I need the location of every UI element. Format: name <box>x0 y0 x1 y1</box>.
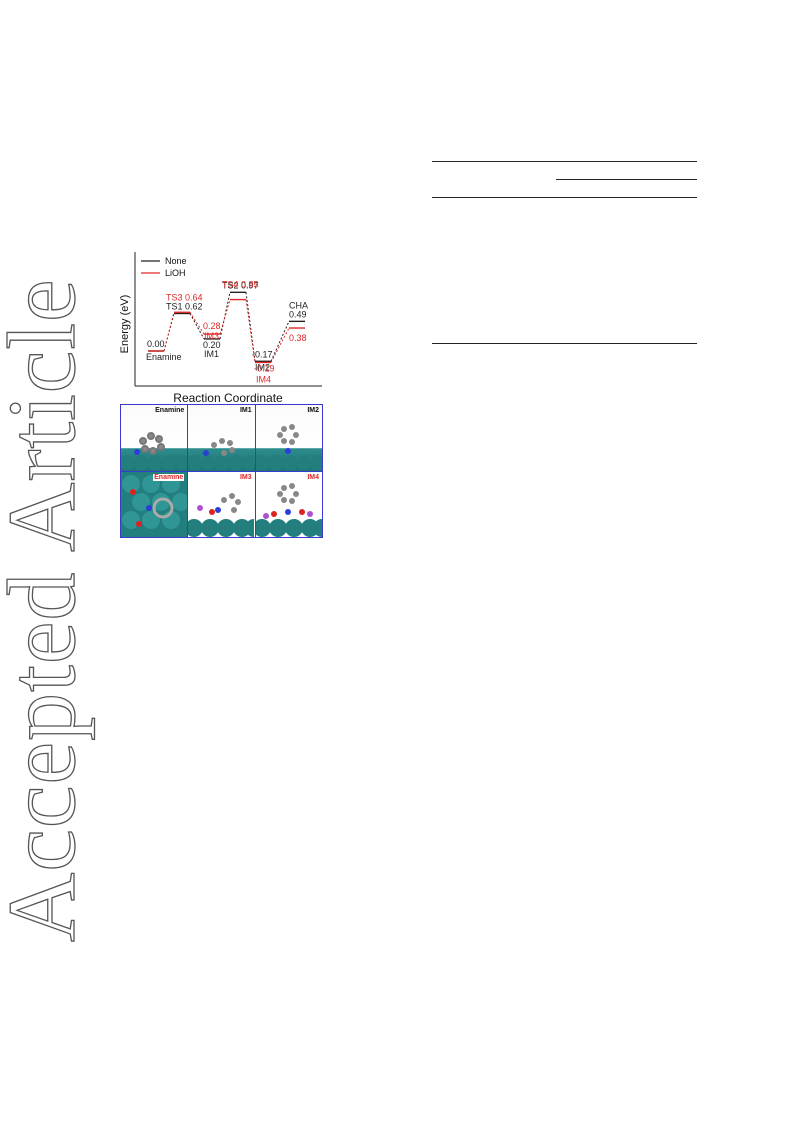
y-axis-label: Energy (eV) <box>119 295 131 354</box>
accepted-article-watermark: Accepted Article <box>0 278 96 943</box>
none-connector <box>189 313 205 340</box>
panel-im1: IM1 <box>188 405 255 471</box>
none-value-label: 0.00 <box>147 339 165 349</box>
panel-im4: IM4 <box>255 471 322 537</box>
lioh-connector <box>270 327 290 363</box>
enamine-lioh-structure-image <box>121 471 187 537</box>
energy-profile-chart: Energy (eV) Reaction Coordinate NoneLiOH… <box>119 252 322 404</box>
none-connector <box>219 292 231 340</box>
none-value-label: TS1 0.62 <box>166 301 203 311</box>
none-connector <box>270 321 290 362</box>
none-value-label: 0.20 <box>203 340 221 350</box>
panel-label: IM1 <box>239 407 252 414</box>
structure-panels: Enamine IM1 IM2 <box>120 404 323 538</box>
panel-label: IM2 <box>307 407 319 414</box>
none-value-label: TS2 0.97 <box>222 280 259 290</box>
lioh-value-label: TS3 0.64 <box>166 292 203 302</box>
enamine-structure-image <box>121 432 187 470</box>
none-state-name: CHA <box>289 300 308 310</box>
panel-enamine-lioh: Enamine <box>121 471 188 537</box>
lioh-connector <box>189 312 205 335</box>
panel-label: Enamine <box>155 407 185 414</box>
none-value-label: -0.17 <box>252 349 273 359</box>
panel-im3: IM3 <box>188 471 255 537</box>
panel-label: IM3 <box>239 473 252 481</box>
lioh-value-label: 0.38 <box>289 333 307 343</box>
none-connector <box>245 292 256 362</box>
none-value-label: 0.49 <box>289 309 307 319</box>
none-state-name: IM1 <box>204 349 219 359</box>
lioh-connector <box>219 299 231 335</box>
panel-enamine-none: Enamine <box>121 405 188 471</box>
legend-label: LiOH <box>165 268 186 278</box>
panel-im2: IM2 <box>255 405 322 471</box>
panel-label: IM4 <box>307 473 319 481</box>
table-header-bottom-rule <box>432 197 697 198</box>
table-header-subrule <box>556 179 697 180</box>
x-axis-label: Reaction Coordinate <box>173 391 283 404</box>
lioh-value-label: -0.19 <box>254 363 275 373</box>
legend-label: None <box>165 256 187 266</box>
lioh-state-name: IM4 <box>256 374 271 384</box>
table-top-rule <box>432 161 697 162</box>
none-state-name: IM2 <box>255 362 270 372</box>
lioh-value-label: TS4 0.85 <box>222 280 259 290</box>
im3-structure-image <box>188 492 255 537</box>
lioh-connector <box>245 299 256 363</box>
im1-structure-image <box>188 438 255 470</box>
lioh-value-label: 0.28 <box>203 321 221 331</box>
lioh-state-name: IM3 <box>204 331 219 341</box>
none-state-name: Enamine <box>146 352 182 362</box>
im2-structure-image <box>255 424 322 470</box>
panel-label: Enamine <box>153 473 185 481</box>
lioh-connector <box>163 312 175 352</box>
im4-structure-image <box>255 482 322 537</box>
table-bottom-rule <box>432 343 697 344</box>
